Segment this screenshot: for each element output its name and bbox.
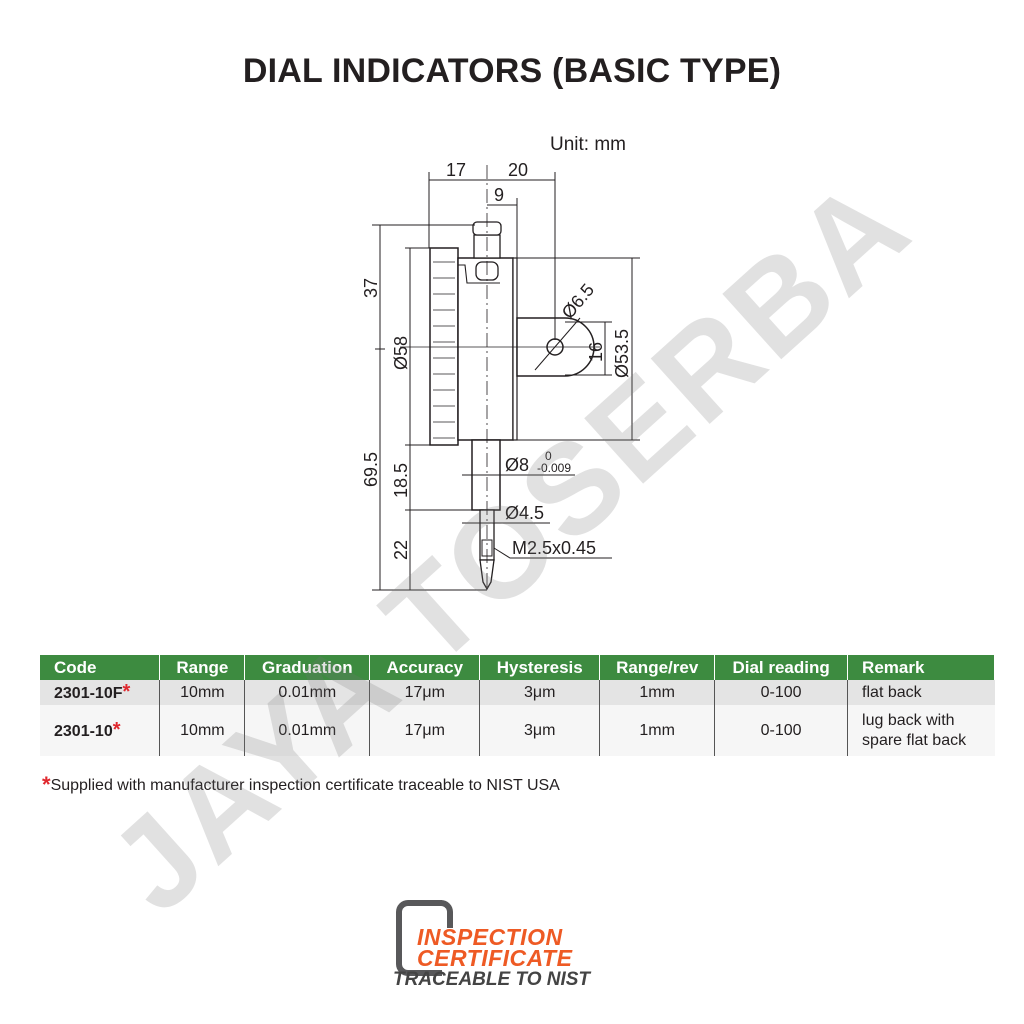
cell-remark: lug back with spare flat back [847,705,995,756]
code-text: 2301-10F [54,685,123,702]
footnote: *Supplied with manufacturer inspection c… [42,772,560,798]
cell-graduation: 0.01mm [244,680,371,705]
dim-53-5: Ø53.5 [612,329,632,378]
cell-hysteresis: 3μm [479,705,601,756]
dim-8: Ø8 [505,455,529,475]
dim-18-5: 18.5 [391,463,411,498]
cell-accuracy: 17μm [369,680,481,705]
logo-line-1: INSPECTION [417,924,563,950]
logo-line-2: CERTIFICATE [417,945,573,971]
cell-dial: 0-100 [714,680,849,705]
dim-4-5: Ø4.5 [505,503,544,523]
code-text: 2301-10 [54,722,113,740]
dim-8-upper: 0 [545,449,552,463]
col-code: Code [40,655,161,680]
dim-69-5: 69.5 [361,452,381,487]
table-row: 2301-10F* 10mm 0.01mm 17μm 3μm 1mm 0-100… [40,680,995,705]
table-row: 2301-10* 10mm 0.01mm 17μm 3μm 1mm 0-100 … [40,705,995,756]
col-dial-reading: Dial reading [714,655,849,680]
cell-dial: 0-100 [714,705,849,756]
col-range-rev: Range/rev [599,655,716,680]
logo-line-3: TRACEABLE TO NIST [393,969,591,990]
cell-range: 10mm [159,680,246,705]
dim-16: 16 [586,342,606,362]
remark-line-1: lug back with [862,711,955,729]
cell-range-rev: 1mm [599,705,716,756]
dim-8-lower: -0.009 [537,461,571,475]
col-graduation: Graduation [244,655,371,680]
cell-remark: flat back [847,680,995,705]
case [457,257,514,441]
unit-label: Unit: mm [550,134,626,155]
dim-17: 17 [446,160,466,180]
asterisk-mark: * [112,718,121,741]
remark-line-2: spare flat back [862,731,967,749]
dim-37: 37 [361,278,381,298]
bezel [429,247,459,446]
cell-code: 2301-10* [40,705,161,756]
cell-range: 10mm [159,705,246,756]
col-accuracy: Accuracy [369,655,481,680]
asterisk-mark: * [42,772,51,797]
dimension-labels: 17 20 9 37 69.5 Ø58 18.5 22 Ø6.5 16 Ø53.… [361,160,632,560]
asterisk-mark: * [122,681,131,703]
dim-thread: M2.5x0.45 [512,538,596,558]
dim-9: 9 [494,185,504,205]
cell-range-rev: 1mm [599,680,716,705]
col-remark: Remark [847,655,995,680]
logo-frame-corner-icon [433,900,453,928]
cell-accuracy: 17μm [369,705,481,756]
footnote-text: Supplied with manufacturer inspection ce… [50,777,560,794]
table-header-row: Code Range Graduation Accuracy Hysteresi… [40,655,995,680]
dim-20: 20 [508,160,528,180]
spec-table: Code Range Graduation Accuracy Hysteresi… [40,655,995,756]
dim-58: Ø58 [391,336,411,370]
page-title: DIAL INDICATORS (BASIC TYPE) [242,52,782,90]
col-range: Range [159,655,246,680]
inspection-certificate-logo: INSPECTION CERTIFICATE TRACEABLE TO NIST [393,898,623,998]
logo-frame-icon [396,900,442,976]
dim-22: 22 [391,540,411,560]
cell-graduation: 0.01mm [244,705,371,756]
cell-code: 2301-10F* [40,680,161,705]
dim-6-5: Ø6.5 [558,280,598,323]
col-hysteresis: Hysteresis [479,655,601,680]
cell-hysteresis: 3μm [479,680,601,705]
